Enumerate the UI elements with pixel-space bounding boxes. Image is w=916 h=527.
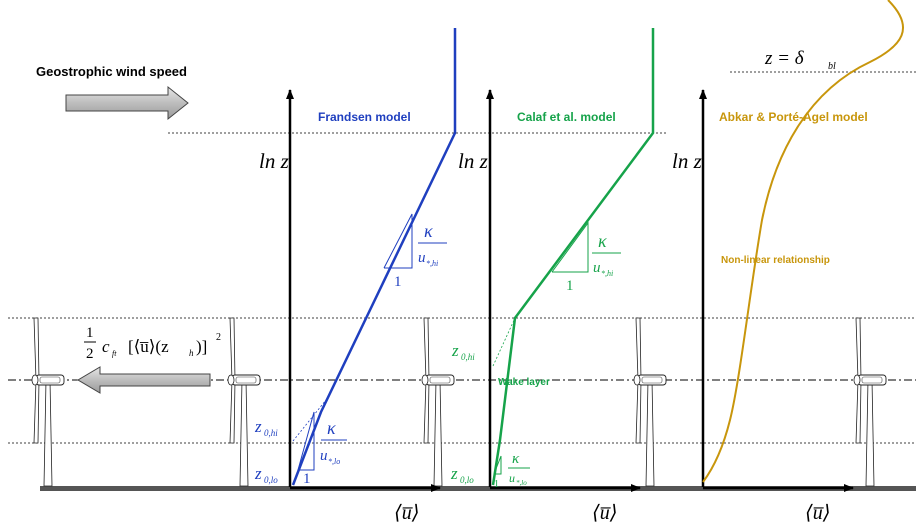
u-upper-calaf: u xyxy=(593,260,601,276)
frandsen-curve xyxy=(291,28,457,486)
axes-abkar xyxy=(699,89,854,492)
thrust-force-expression: 1 2 c ft [⟨u̅⟩(z h )] 2 xyxy=(84,325,221,362)
bl-top-subscript: bl xyxy=(828,61,836,72)
turbine-nacelle-inner xyxy=(429,376,451,384)
one-lower-calaf: 1 xyxy=(494,479,499,490)
turbine-tower xyxy=(865,379,875,487)
y-label-calaf: ln z xyxy=(458,149,488,173)
z0hi-sub-frandsen: 0,hi xyxy=(264,428,278,438)
turbine-nacelle-inner xyxy=(39,376,61,384)
frandsen-extension xyxy=(292,409,323,486)
turbine-nacelle-inner xyxy=(861,376,883,384)
u-sub-lower-frandsen: *,lo xyxy=(328,457,340,466)
wind-turbine xyxy=(421,317,455,487)
u-sub-lower-calaf: *,lo xyxy=(516,479,527,487)
wind-turbine xyxy=(227,317,261,487)
u-lower-frandsen: u xyxy=(320,448,328,464)
one-upper-calaf: 1 xyxy=(566,278,574,294)
y-label-abkar: ln z xyxy=(672,149,702,173)
bl-top-label: z = δ xyxy=(764,48,805,69)
turbine-tower xyxy=(645,379,655,487)
axes-calaf xyxy=(486,89,641,492)
u-sub-upper-calaf: *,hi xyxy=(601,269,613,278)
wind-turbine xyxy=(31,317,65,487)
geostrophic-arrow xyxy=(65,85,189,121)
ct-bracket-expression: [⟨u̅⟩(z xyxy=(128,337,169,356)
frandsen-profile xyxy=(291,28,457,486)
x-label-calaf: ⟨u̅⟩ xyxy=(592,502,618,524)
turbine-row xyxy=(31,317,887,487)
turbine-tower xyxy=(239,379,249,487)
z0lo-sub-calaf: 0,lo xyxy=(460,475,474,485)
kappa-upper-calaf: κ xyxy=(598,231,607,251)
calaf-hi-extrapolation xyxy=(492,317,516,367)
ground-bar xyxy=(40,486,916,491)
half-numerator: 1 xyxy=(86,325,94,341)
turbine-tower xyxy=(433,379,443,487)
half-denominator: 2 xyxy=(86,346,94,362)
one-upper-frandsen: 1 xyxy=(394,274,402,290)
calaf-curve xyxy=(491,28,655,486)
wind-turbine xyxy=(853,317,887,487)
thrust-force-arrow xyxy=(77,366,211,394)
u-lower-calaf: u xyxy=(509,471,515,485)
slope-triangle-upper-frandsen xyxy=(383,213,413,269)
wake-layer-label: Wake layer xyxy=(498,377,550,388)
y-label-frandsen: ln z xyxy=(259,149,289,173)
slope-triangle-upper-calaf xyxy=(551,221,589,273)
ct-subscript: ft xyxy=(112,349,117,358)
turbine-hub xyxy=(31,374,39,386)
turbine-nacelle-inner xyxy=(641,376,663,384)
wind-turbine xyxy=(633,317,667,487)
title-calaf: Calaf et al. model xyxy=(517,110,616,124)
z0lo-calaf: z xyxy=(450,464,458,483)
x-label-abkar: ⟨u̅⟩ xyxy=(805,502,831,524)
u-upper-frandsen: u xyxy=(418,250,426,266)
z0lo-sub-frandsen: 0,lo xyxy=(264,475,278,485)
turbine-hub xyxy=(227,374,235,386)
x-label-frandsen: ⟨u̅⟩ xyxy=(394,502,420,524)
u-sub-upper-frandsen: *,hi xyxy=(426,259,438,268)
z0hi-sub-calaf: 0,hi xyxy=(461,352,475,362)
slope-triangle-lower-calaf xyxy=(493,455,502,475)
turbine-tower xyxy=(43,379,53,487)
frandsen-hi-extrapolation xyxy=(292,394,331,442)
slope-triangle-lower-frandsen xyxy=(297,411,315,471)
z0lo-frandsen: z xyxy=(254,464,262,483)
abkar-curve xyxy=(702,0,904,483)
ct-symbol: c xyxy=(102,337,110,356)
one-lower-frandsen: 1 xyxy=(303,471,311,487)
axes-frandsen xyxy=(286,89,441,492)
kappa-lower-frandsen: κ xyxy=(327,418,336,438)
title-abkar: Abkar & Porté-Agel model xyxy=(719,110,868,124)
title-frandsen: Frandsen model xyxy=(318,110,411,124)
turbine-hub xyxy=(633,374,641,386)
square-exponent: 2 xyxy=(216,332,221,343)
z0hi-calaf: z xyxy=(451,341,459,360)
turbine-nacelle-inner xyxy=(235,376,257,384)
bracket-close: )] xyxy=(196,337,207,356)
kappa-lower-calaf: κ xyxy=(512,451,520,467)
zh-subscript: h xyxy=(189,348,194,358)
z0hi-frandsen: z xyxy=(254,417,262,436)
geostrophic-label: Geostrophic wind speed xyxy=(36,64,187,79)
turbine-hub xyxy=(421,374,429,386)
nonlinear-label: Non-linear relationship xyxy=(721,255,830,266)
turbine-hub xyxy=(853,374,861,386)
kappa-upper-frandsen: κ xyxy=(424,221,433,241)
calaf-profile xyxy=(491,28,655,486)
